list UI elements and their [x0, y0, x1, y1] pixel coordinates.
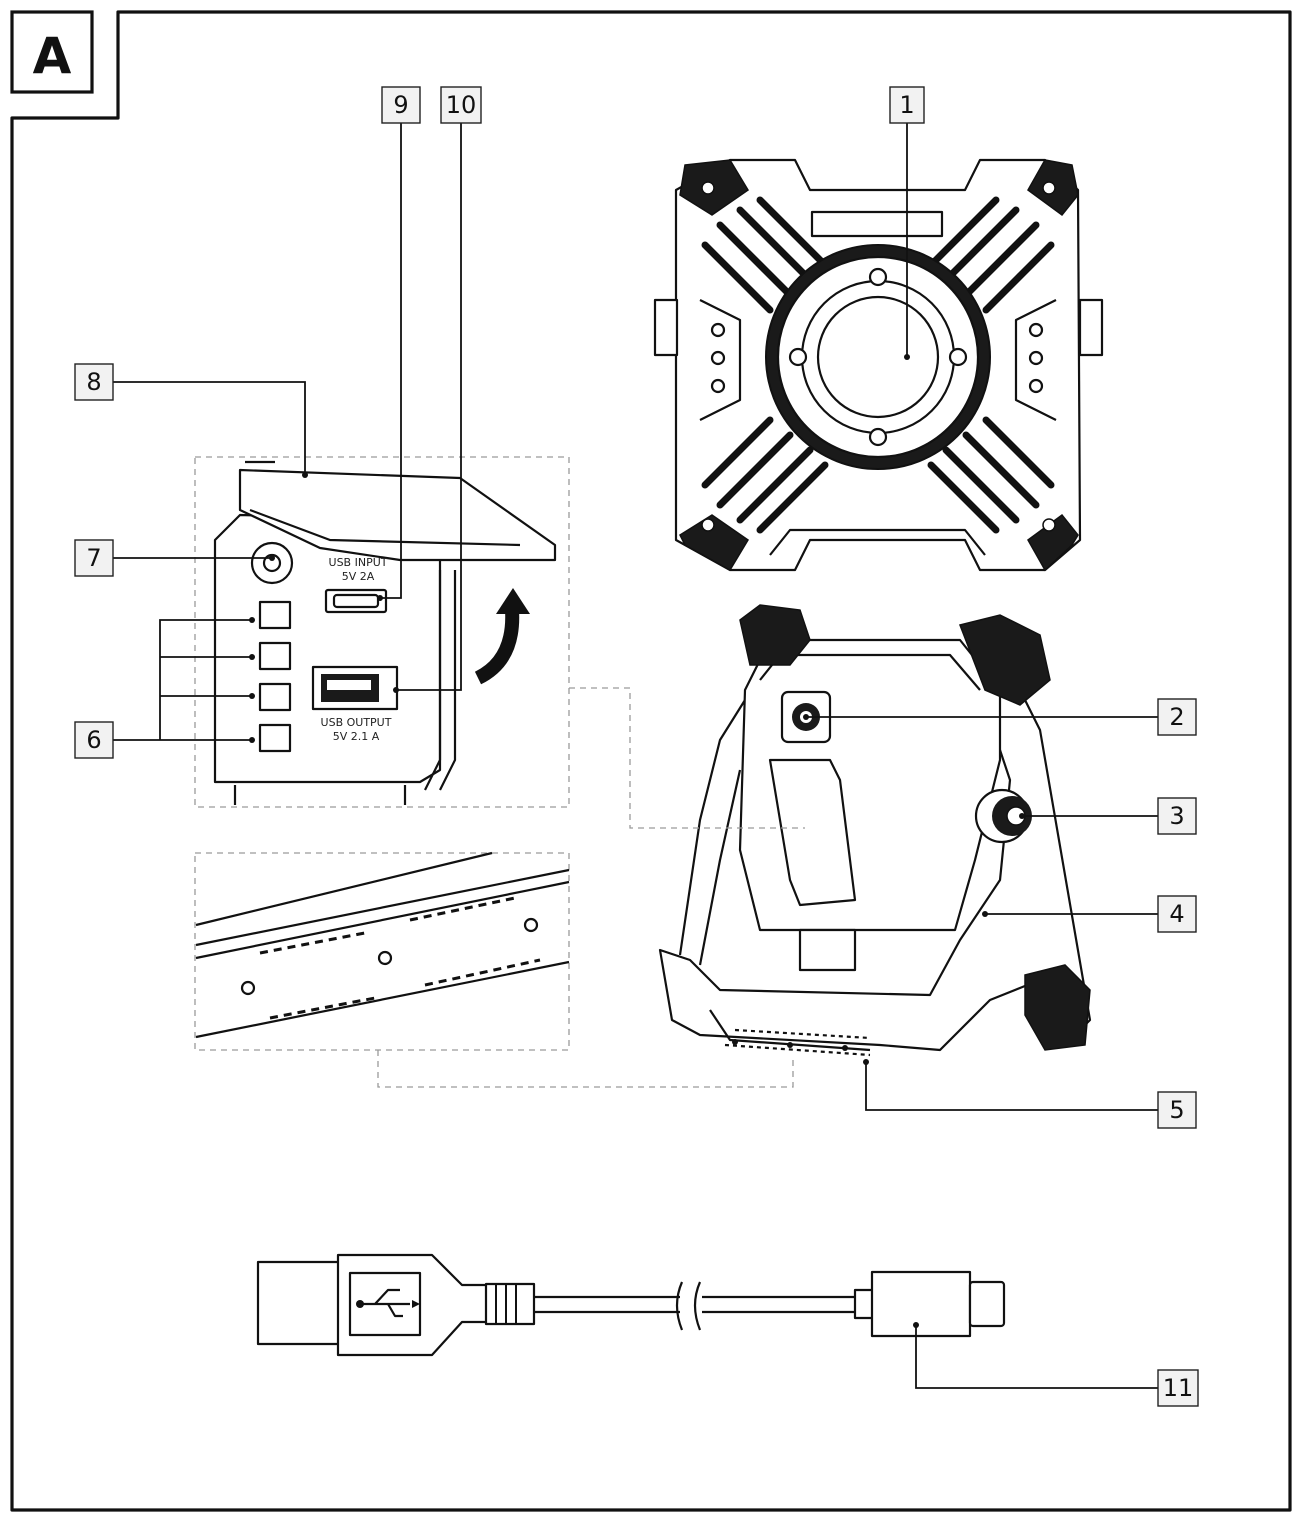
svg-text:4: 4 — [1169, 900, 1184, 928]
panel-letter: A — [33, 27, 72, 85]
callout-4: 4 — [1157, 895, 1197, 933]
svg-text:10: 10 — [446, 91, 477, 119]
callout-8: 8 — [74, 363, 114, 401]
svg-text:5V 2A: 5V 2A — [342, 570, 375, 583]
svg-text:8: 8 — [86, 368, 101, 396]
callout-1: 1 — [889, 86, 925, 124]
usb-cable — [256, 1253, 1006, 1357]
leader-lines — [113, 123, 1158, 1389]
callout-7: 7 — [74, 539, 114, 577]
svg-text:5: 5 — [1169, 1096, 1184, 1124]
svg-text:11: 11 — [1163, 1374, 1194, 1402]
callout-10: 10 — [440, 86, 482, 124]
svg-text:2: 2 — [1169, 703, 1184, 731]
panel-letter-box — [10, 10, 94, 94]
svg-text:5V 2.1 A: 5V 2.1 A — [333, 730, 380, 743]
callout-11: 11 — [1157, 1369, 1199, 1407]
svg-text:7: 7 — [86, 544, 101, 572]
callout-5: 5 — [1157, 1091, 1197, 1129]
svg-text:USB INPUT: USB INPUT — [329, 556, 388, 569]
front-view — [653, 158, 1104, 572]
svg-text:3: 3 — [1169, 802, 1184, 830]
svg-text:6: 6 — [86, 726, 101, 754]
callout-9: 9 — [381, 86, 421, 124]
stand-view — [658, 604, 1092, 1057]
svg-text:USB OUTPUT: USB OUTPUT — [321, 716, 392, 729]
svg-text:9: 9 — [393, 91, 408, 119]
led-strip-detail — [194, 851, 570, 1051]
callout-3: 3 — [1157, 797, 1197, 835]
figure-frame — [10, 10, 1292, 1512]
callout-2: 2 — [1157, 698, 1197, 736]
ports-detail: USB INPUT 5V 2A USB OUTPUT 5V 2.1 A — [194, 456, 570, 808]
callout-6: 6 — [74, 721, 114, 759]
svg-text:1: 1 — [899, 91, 914, 119]
